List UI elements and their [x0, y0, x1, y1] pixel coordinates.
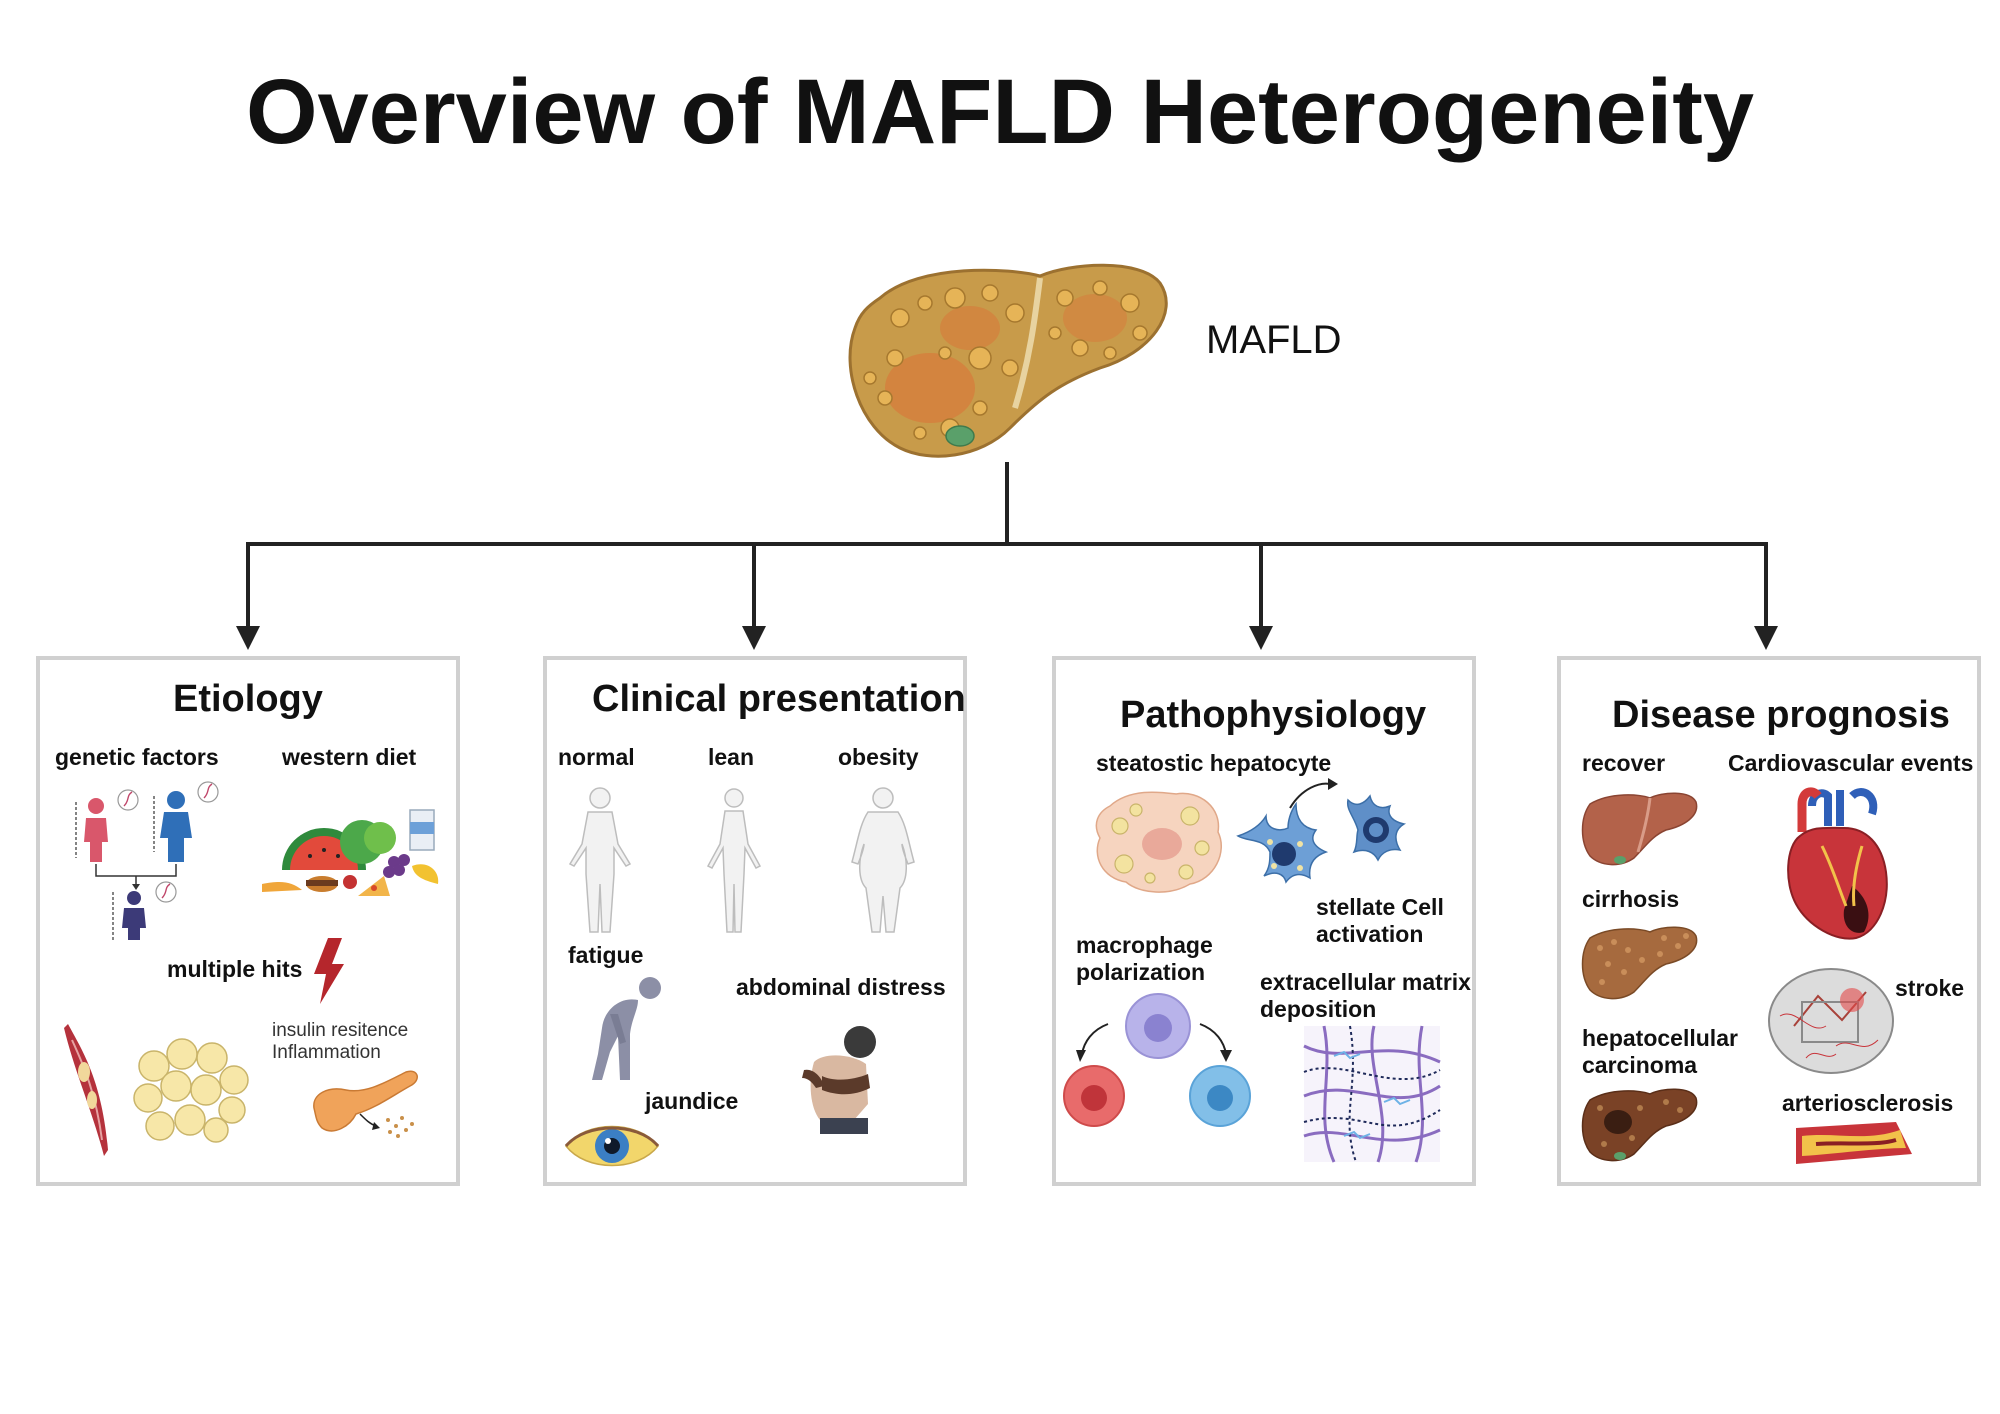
cirrhotic-liver-icon — [1581, 926, 1698, 1000]
heart-icon — [1787, 787, 1888, 940]
stellate-activation-label: activation — [1316, 921, 1424, 947]
western-diet-food-icon — [262, 809, 439, 896]
lean-body-figure — [706, 788, 762, 933]
stroke-brain-icon — [1768, 968, 1894, 1074]
extracellular-matrix-icon — [1303, 1025, 1441, 1163]
normal-label: normal — [558, 744, 635, 770]
lightning-bolt-icon — [314, 938, 344, 1004]
recovered-liver-icon — [1581, 792, 1698, 866]
cirrhosis-label: cirrhosis — [1582, 886, 1680, 912]
arteriosclerosis-icon — [1796, 1122, 1912, 1164]
stellate-cell-label: stellate Cell — [1316, 894, 1444, 920]
hcc-label: hepatocellular — [1582, 1025, 1738, 1051]
insulin-resistance-label: insulin resitence — [272, 1020, 409, 1041]
muscle-icon — [64, 1024, 108, 1156]
macrophage-label: macrophage — [1076, 932, 1213, 958]
inflammation-label: Inflammation — [272, 1042, 381, 1063]
fatigue-figure-icon — [592, 977, 661, 1080]
macrophage-polarization-icon — [1063, 993, 1251, 1127]
recover-label: recover — [1582, 750, 1666, 776]
western-diet-label: western diet — [282, 744, 417, 770]
normal-body-figure — [568, 787, 632, 933]
jaundice-label: jaundice — [645, 1088, 739, 1114]
stroke-label: stroke — [1895, 975, 1965, 1001]
clinical-title: Clinical presentation — [592, 678, 966, 720]
polarization-label: polarization — [1076, 959, 1206, 985]
adipocyte-cluster-icon — [133, 1038, 249, 1143]
pathophysiology-title: Pathophysiology — [1120, 694, 1427, 736]
obesity-body-figure — [851, 787, 915, 933]
obesity-label: obesity — [838, 744, 919, 770]
cardiovascular-events-label: Cardiovascular events — [1728, 750, 1974, 776]
multiple-hits-label: multiple hits — [167, 956, 303, 982]
ecm-deposition-label: deposition — [1260, 996, 1377, 1022]
lean-label: lean — [708, 744, 755, 770]
arteriosclerosis-label: arteriosclerosis — [1782, 1090, 1954, 1116]
pancreas-icon — [313, 1070, 418, 1138]
tree-connector — [236, 462, 1778, 650]
mafld-label: MAFLD — [1206, 318, 1342, 362]
genetic-family-icon — [75, 781, 219, 940]
jaundice-eye-icon — [564, 1125, 660, 1167]
etiology-title: Etiology — [173, 678, 323, 720]
page-title: Overview of MAFLD Heterogeneity — [245, 61, 1755, 163]
clinical-panel — [543, 656, 967, 1186]
fatty-liver-illustration — [848, 263, 1168, 458]
hcc-liver-icon — [1581, 1088, 1698, 1162]
steatotic-hepatocyte-icon — [1095, 791, 1223, 893]
abdominal-distress-figure-icon — [802, 1026, 876, 1134]
fatigue-label: fatigue — [568, 942, 644, 968]
hcc-carcinoma-label: carcinoma — [1582, 1052, 1698, 1078]
steatotic-hepatocyte-label: steatostic hepatocyte — [1096, 750, 1332, 776]
genetic-factors-label: genetic factors — [55, 744, 219, 770]
stellate-cell-activation-icon — [1236, 778, 1407, 884]
prognosis-title: Disease prognosis — [1612, 694, 1950, 736]
ecm-label: extracellular matrix — [1260, 969, 1471, 995]
abdominal-distress-label: abdominal distress — [736, 974, 946, 1000]
